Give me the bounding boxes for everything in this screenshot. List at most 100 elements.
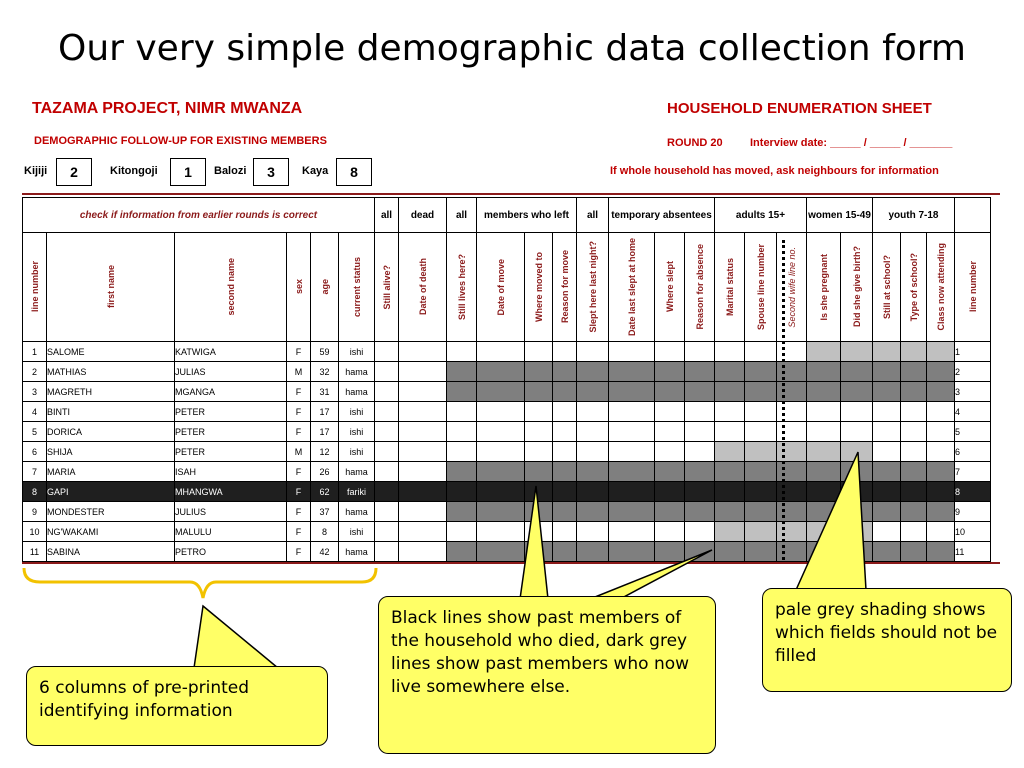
cell-sex: F: [286, 481, 311, 502]
column-header-23: Class now attending: [926, 232, 955, 342]
entry-cell[interactable]: [900, 481, 927, 502]
column-header-0: line number: [22, 232, 47, 342]
column-header-8: Still lives here?: [446, 232, 477, 342]
entry-cell: [900, 341, 927, 362]
id-box-kitongoji: 1: [170, 158, 206, 186]
entry-cell[interactable]: [446, 481, 477, 502]
entry-cell: [654, 461, 685, 482]
entry-cell: [524, 361, 553, 382]
entry-cell: [714, 501, 745, 522]
id-box-balozi: 3: [253, 158, 289, 186]
entry-cell: [654, 501, 685, 522]
entry-cell: [476, 501, 525, 522]
left-callout-pointer: [193, 604, 281, 669]
cell-num: 8: [954, 481, 991, 502]
moved-note: If whole household has moved, ask neighb…: [610, 165, 939, 177]
entry-cell: [744, 381, 777, 402]
column-header-1: first name: [46, 232, 175, 342]
cell-n: 8: [22, 481, 47, 502]
group-temporary-absentees: temporary absentees: [608, 197, 715, 233]
entry-cell: [608, 461, 655, 482]
right-callout-pointer: [794, 451, 867, 591]
entry-cell: [872, 541, 901, 562]
callout-identifying-info: 6 columns of pre-printed identifying inf…: [26, 666, 328, 746]
entry-cell[interactable]: [684, 481, 715, 502]
entry-cell: [608, 541, 655, 562]
entry-cell: [608, 381, 655, 402]
entry-cell: [840, 441, 873, 462]
entry-cell[interactable]: [608, 481, 655, 502]
entry-cell: [576, 541, 609, 562]
entry-cell: [684, 361, 715, 382]
entry-cell: [806, 361, 841, 382]
entry-cell: [900, 461, 927, 482]
slide-title: Our very simple demographic data collect…: [57, 28, 966, 69]
column-header-9: Date of move: [476, 232, 525, 342]
column-header-11: Reason for move: [552, 232, 577, 342]
entry-cell: [872, 461, 901, 482]
middle-callout-pointer-a: [519, 485, 549, 600]
entry-cell[interactable]: [476, 481, 525, 502]
entry-cell: [872, 381, 901, 402]
left-brace: [22, 567, 378, 599]
entry-cell[interactable]: [398, 481, 447, 502]
entry-cell: [744, 501, 777, 522]
callout-pale-grey: pale grey shading shows which fields sho…: [762, 588, 1012, 692]
form-top-rule: [22, 193, 1000, 195]
sheet-title: HOUSEHOLD ENUMERATION SHEET: [667, 100, 932, 117]
entry-cell[interactable]: [926, 481, 955, 502]
id-label-kitongoji: Kitongoji: [110, 165, 158, 177]
entry-cell: [806, 441, 841, 462]
entry-cell: [714, 461, 745, 482]
entry-cell: [552, 361, 577, 382]
entry-cell: [900, 501, 927, 522]
entry-cell: [714, 541, 745, 562]
entry-cell: [684, 461, 715, 482]
cell-num: 4: [954, 401, 991, 422]
cell-age: 62: [310, 481, 339, 502]
entry-cell[interactable]: [552, 481, 577, 502]
entry-cell: [926, 341, 955, 362]
second-wife-dotted-line: [782, 240, 785, 560]
entry-cell[interactable]: [872, 481, 901, 502]
entry-cell: [608, 361, 655, 382]
entry-cell: [446, 461, 477, 482]
id-box-kaya: 8: [336, 158, 372, 186]
group-all-2: all: [446, 197, 477, 233]
entry-cell: [684, 541, 715, 562]
group-all-3: all: [576, 197, 609, 233]
entry-cell: [684, 501, 715, 522]
round-label: ROUND 20: [667, 137, 723, 149]
entry-cell: [900, 381, 927, 402]
entry-cell: [552, 461, 577, 482]
entry-cell[interactable]: [744, 481, 777, 502]
entry-cell: [714, 381, 745, 402]
entry-cell: [840, 341, 873, 362]
entry-cell: [714, 441, 745, 462]
callout-past-members: Black lines show past members of the hou…: [378, 596, 716, 754]
cell-status: fariki: [338, 481, 375, 502]
entry-cell[interactable]: [714, 481, 745, 502]
group-youth: youth 7-18: [872, 197, 955, 233]
entry-cell: [926, 541, 955, 562]
entry-cell: [552, 381, 577, 402]
id-box-kijiji: 2: [56, 158, 92, 186]
id-label-balozi: Balozi: [214, 165, 247, 177]
middle-callout-pointer-b: [589, 549, 713, 600]
cell-second: PETRO: [174, 541, 287, 562]
group-members-left: members who left: [476, 197, 577, 233]
id-label-kijiji: Kijiji: [24, 165, 48, 177]
entry-cell: [552, 501, 577, 522]
cell-sex: F: [286, 541, 311, 562]
id-label-kaya: Kaya: [302, 165, 329, 177]
entry-cell: [446, 361, 477, 382]
group-check: check if information from earlier rounds…: [22, 197, 375, 233]
cell-first: SABINA: [46, 541, 175, 562]
